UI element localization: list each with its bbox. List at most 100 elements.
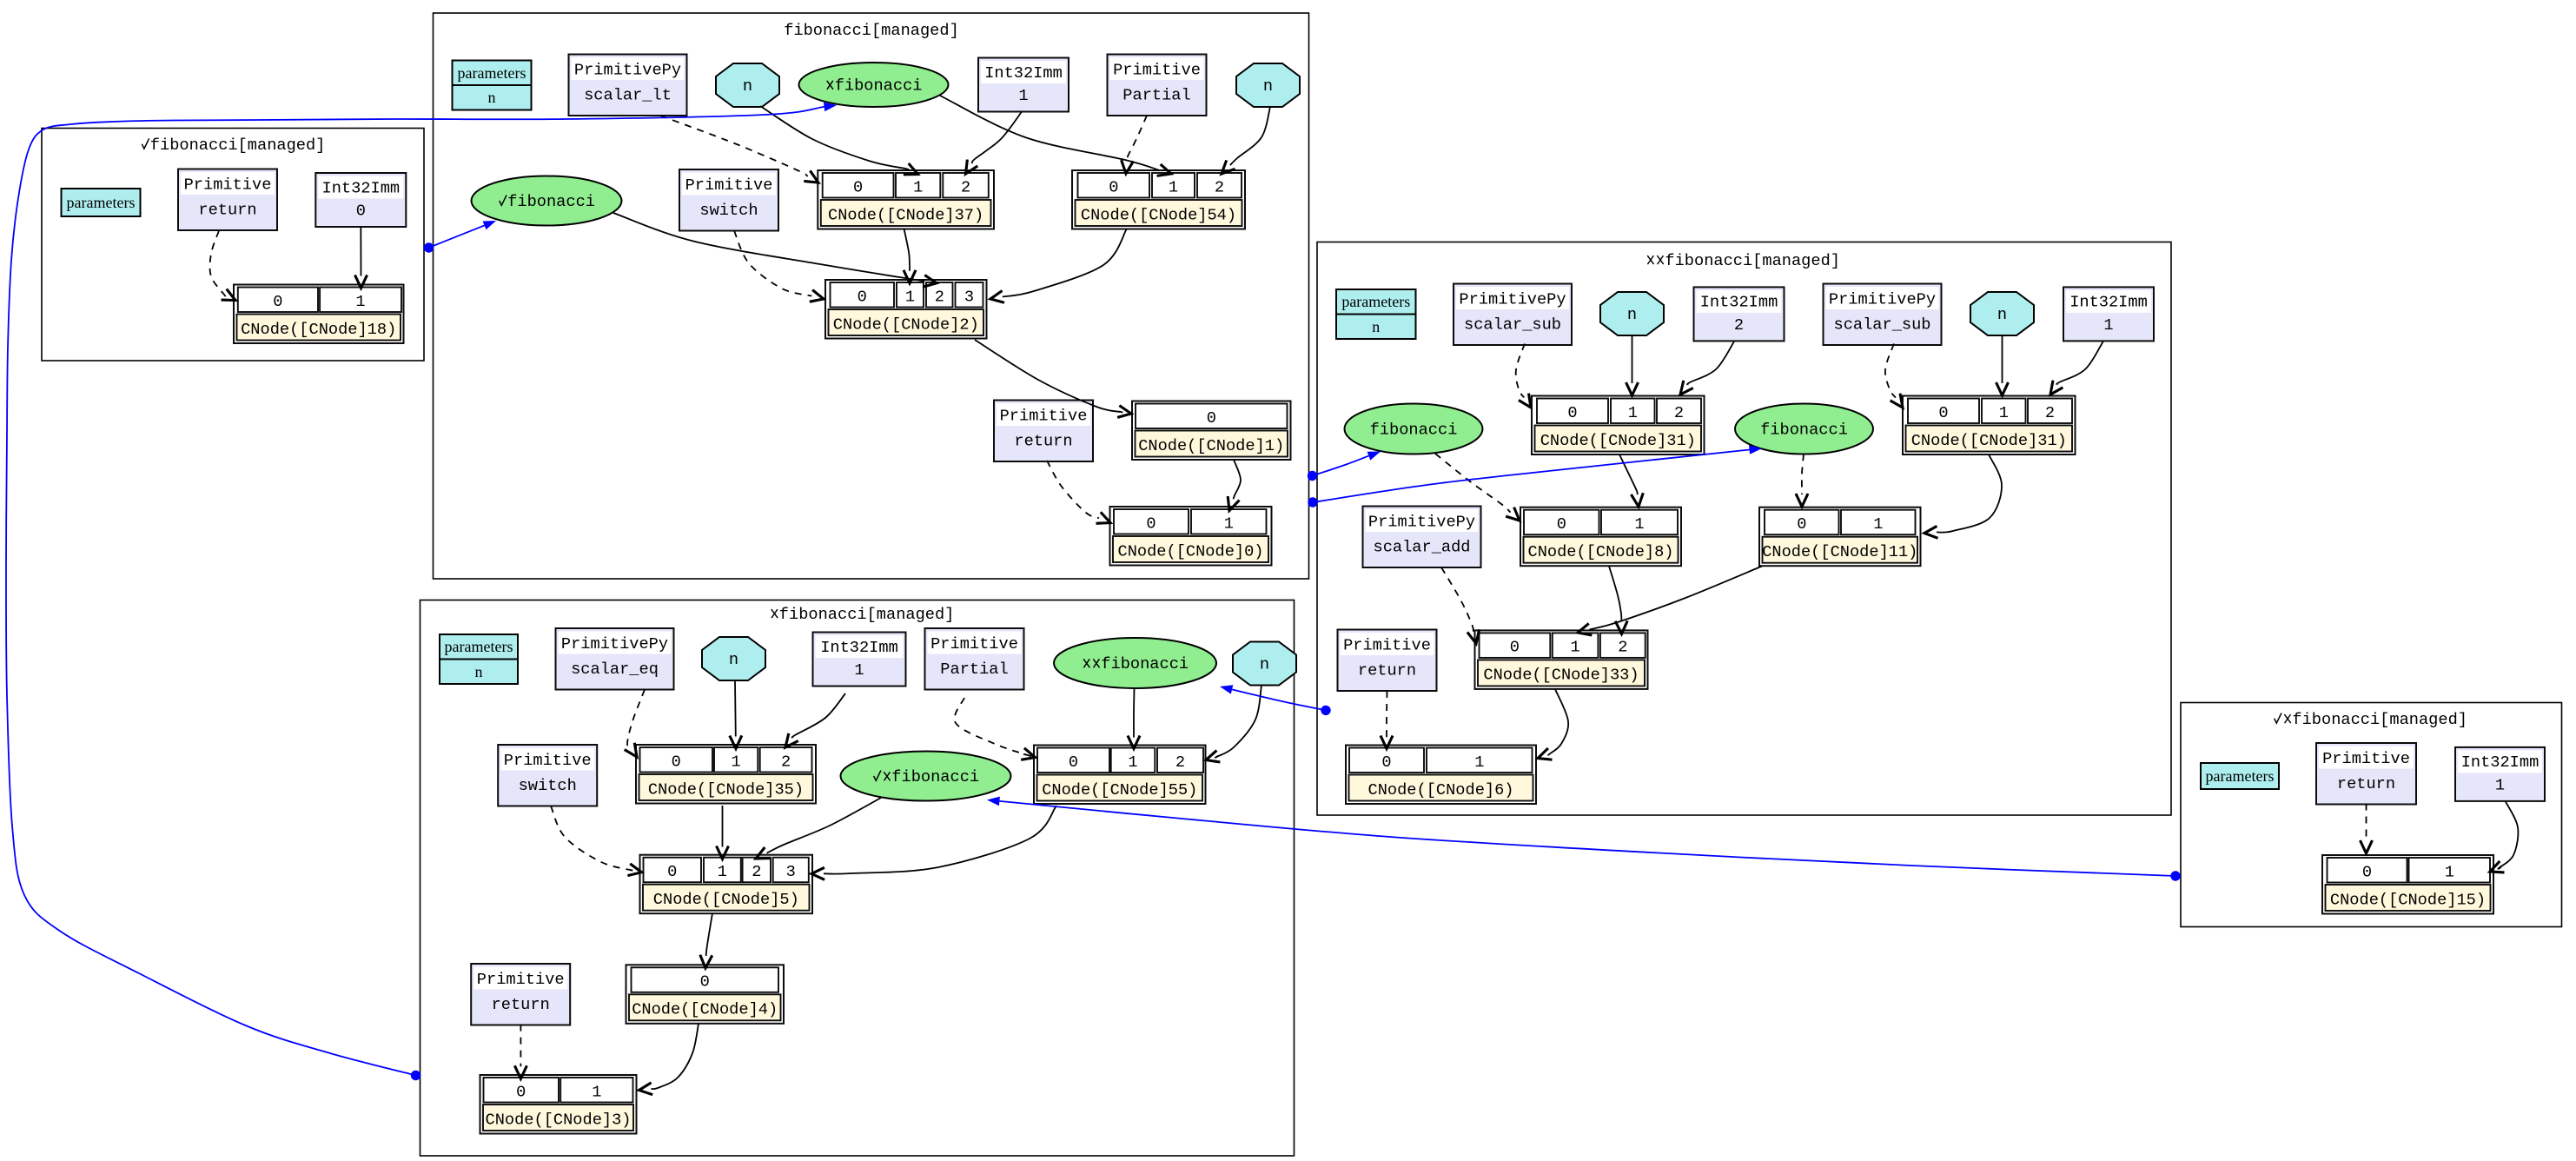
svg-text:1: 1: [913, 177, 923, 196]
svg-text:switch: switch: [519, 776, 577, 795]
svg-text:2: 2: [2045, 403, 2055, 422]
svg-text:n: n: [1372, 318, 1380, 335]
svg-text:fibonacci: fibonacci: [1370, 421, 1458, 440]
svg-text:1: 1: [2445, 862, 2454, 881]
svg-text:2: 2: [1215, 177, 1224, 196]
svg-text:CNode([CNode]31): CNode([CNode]31): [1540, 431, 1696, 450]
svg-text:fibonacci: fibonacci: [891, 767, 979, 786]
svg-text:2: 2: [781, 752, 791, 771]
svg-text:0: 0: [1069, 753, 1078, 772]
svg-text:CNode([CNode]3): CNode([CNode]3): [486, 1110, 632, 1129]
svg-text:n: n: [475, 663, 483, 680]
svg-text:0: 0: [1146, 514, 1156, 533]
svg-text:2: 2: [1734, 315, 1744, 335]
svg-text:0: 0: [667, 862, 677, 881]
svg-text:n: n: [729, 650, 738, 669]
svg-text:Int32Imm: Int32Imm: [1700, 293, 1778, 312]
svg-text:n: n: [1627, 305, 1637, 324]
svg-text:PrimitivePy: PrimitivePy: [574, 60, 681, 79]
svg-text:parameters: parameters: [1341, 293, 1410, 310]
svg-text:scalar_eq: scalar_eq: [571, 660, 659, 679]
svg-text:2: 2: [935, 287, 944, 306]
svg-text:1: 1: [1018, 86, 1028, 105]
svg-text:fibonacci: fibonacci: [507, 192, 595, 211]
svg-text:1: 1: [592, 1082, 601, 1101]
svg-text:1: 1: [1873, 514, 1883, 534]
svg-text:1: 1: [854, 660, 864, 680]
svg-text:1: 1: [1169, 177, 1178, 196]
svg-text:PrimitivePy: PrimitivePy: [1368, 512, 1475, 531]
svg-text:1: 1: [1571, 638, 1580, 657]
svg-text:n: n: [488, 89, 496, 106]
svg-text:Primitive: Primitive: [1000, 406, 1088, 425]
svg-text:parameters: parameters: [67, 194, 136, 211]
svg-text:CNode([CNode]54): CNode([CNode]54): [1081, 205, 1236, 224]
svg-text:0: 0: [273, 292, 282, 311]
svg-text:Int32Imm: Int32Imm: [322, 178, 401, 197]
svg-text:2: 2: [1175, 753, 1185, 772]
svg-text:0: 0: [1797, 514, 1806, 534]
svg-text:CNode([CNode]35): CNode([CNode]35): [648, 780, 804, 799]
svg-text:Primitive: Primitive: [1113, 60, 1201, 79]
svg-text:CNode([CNode]33): CNode([CNode]33): [1483, 666, 1639, 685]
svg-text:CNode([CNode]15): CNode([CNode]15): [2330, 890, 2486, 909]
svg-text:parameters: parameters: [2206, 767, 2275, 785]
svg-text:0: 0: [516, 1082, 526, 1101]
svg-text:0: 0: [1938, 403, 1948, 422]
svg-text:parameters: parameters: [458, 64, 526, 82]
svg-text:CNode([CNode]11): CNode([CNode]11): [1762, 542, 1917, 561]
svg-text:2: 2: [752, 862, 761, 881]
svg-text:scalar_add: scalar_add: [1374, 537, 1471, 556]
svg-text:CNode([CNode]2): CNode([CNode]2): [833, 315, 979, 334]
svg-text:fibonacci[managed]: fibonacci[managed]: [779, 605, 955, 624]
svg-text:fibonacci[managed]: fibonacci[managed]: [150, 136, 326, 155]
svg-text:fibonacci[managed]: fibonacci[managed]: [1665, 251, 1840, 270]
svg-text:1: 1: [1628, 403, 1638, 422]
svg-text:2: 2: [1618, 638, 1627, 657]
svg-text:0: 0: [1207, 408, 1216, 428]
svg-text:0: 0: [1381, 753, 1391, 772]
svg-text:n: n: [1260, 655, 1269, 674]
svg-text:1: 1: [1634, 514, 1644, 534]
svg-text:0: 0: [1510, 638, 1520, 657]
svg-text:Primitive: Primitive: [1343, 635, 1431, 654]
svg-text:Primitive: Primitive: [930, 634, 1018, 653]
svg-text:CNode([CNode]8): CNode([CNode]8): [1528, 542, 1674, 561]
svg-text:0: 0: [700, 972, 710, 992]
svg-text:PrimitivePy: PrimitivePy: [1829, 289, 1936, 308]
svg-text:return: return: [198, 200, 256, 219]
svg-text:return: return: [1358, 660, 1416, 680]
svg-text:2: 2: [1674, 403, 1684, 422]
svg-text:Partial: Partial: [1122, 85, 1190, 104]
svg-text:CNode([CNode]31): CNode([CNode]31): [1911, 431, 2067, 450]
svg-text:CNode([CNode]18): CNode([CNode]18): [241, 320, 396, 339]
svg-text:Int32Imm: Int32Imm: [2069, 293, 2148, 312]
svg-text:scalar_lt: scalar_lt: [584, 85, 672, 104]
svg-text:Primitive: Primitive: [685, 176, 773, 195]
svg-text:fibonacci: fibonacci: [1101, 654, 1189, 673]
svg-text:0: 0: [1109, 177, 1118, 196]
svg-text:0: 0: [356, 202, 366, 221]
svg-text:fibonacci[managed]: fibonacci[managed]: [784, 21, 959, 40]
svg-text:scalar_sub: scalar_sub: [1834, 315, 1931, 334]
svg-text:1: 1: [1999, 403, 2009, 422]
svg-text:CNode([CNode]4): CNode([CNode]4): [632, 1000, 778, 1019]
svg-text:Int32Imm: Int32Imm: [820, 638, 898, 657]
svg-text:n: n: [1263, 76, 1273, 96]
svg-text:0: 0: [1567, 403, 1577, 422]
svg-text:Primitive: Primitive: [504, 751, 592, 770]
svg-text:0: 0: [2362, 862, 2372, 881]
svg-text:0: 0: [853, 177, 863, 196]
svg-text:1: 1: [2103, 315, 2113, 335]
svg-text:1: 1: [355, 292, 365, 311]
svg-text:1: 1: [1224, 514, 1234, 533]
svg-text:return: return: [1014, 431, 1072, 450]
svg-text:return: return: [2337, 774, 2395, 793]
svg-text:switch: switch: [699, 201, 758, 220]
svg-text:Int32Imm: Int32Imm: [2461, 753, 2540, 772]
svg-text:1: 1: [1474, 753, 1484, 772]
svg-text:CNode([CNode]37): CNode([CNode]37): [828, 205, 983, 224]
svg-text:3: 3: [964, 287, 974, 306]
svg-text:parameters: parameters: [445, 638, 513, 655]
svg-text:Partial: Partial: [940, 660, 1008, 679]
